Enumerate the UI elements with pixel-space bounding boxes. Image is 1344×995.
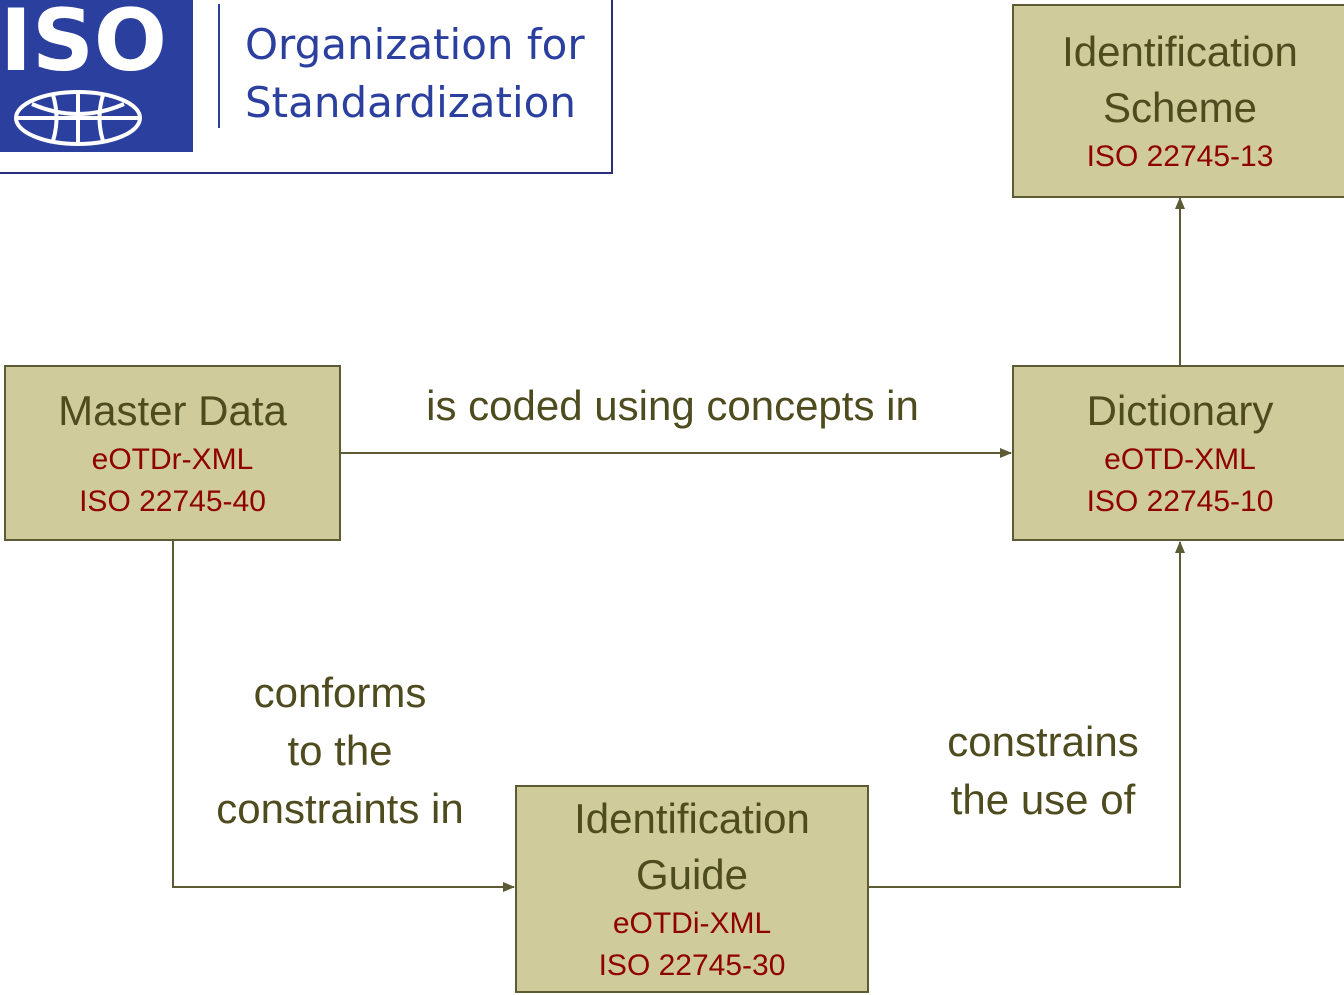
node-title: Identification [574,795,810,842]
node-subtitle: ISO 22745-10 [1086,485,1274,518]
node-subtitle: eOTDi-XML [612,907,772,940]
logo-divider [218,4,220,128]
node-title: Guide [635,851,749,898]
iso-logo: ISO Organization for Standardization [0,0,613,174]
edge-label-line: is coded using concepts in [426,382,919,429]
node-identification-scheme: Identification Scheme ISO 22745-13 [1012,4,1344,198]
org-line-1: Organization for [245,20,585,69]
node-subtitle: eOTD-XML [1104,443,1256,476]
node-title: Scheme [1102,84,1258,131]
edge-masterdata-to-guide [172,540,515,892]
edge-label-line: conforms [253,669,427,716]
iso-globe-icon: ISO [0,0,167,146]
edge-label-line: to the [287,727,393,774]
node-title: Identification [1062,28,1298,75]
node-subtitle: ISO 22745-13 [1086,140,1274,173]
org-line-2: Standardization [245,78,576,127]
edge-label-conforms: conforms to the constraints in [190,664,490,838]
edge-label-is-coded: is coded using concepts in [350,377,995,435]
node-master-data: Master Data eOTDr-XML ISO 22745-40 [4,365,341,541]
svg-text:ISO: ISO [0,0,167,91]
node-dictionary: Dictionary eOTD-XML ISO 22745-10 [1012,365,1344,541]
edge-label-constrains: constrains the use of [900,713,1186,829]
iso-logo-mark: ISO [0,0,193,152]
node-title: Master Data [58,387,287,434]
node-title: Dictionary [1086,387,1274,434]
node-subtitle: ISO 22745-40 [79,485,266,518]
edge-label-line: the use of [950,776,1136,823]
edge-label-line: constraints in [216,785,464,832]
node-subtitle: eOTDr-XML [91,443,254,476]
node-subtitle: ISO 22745-30 [598,949,786,982]
organization-name: Organization for Standardization [245,16,585,132]
edge-guide-to-dictionary [868,541,1185,888]
node-identification-guide: Identification Guide eOTDi-XML ISO 22745… [515,785,869,993]
edge-label-line: constrains [947,718,1139,765]
